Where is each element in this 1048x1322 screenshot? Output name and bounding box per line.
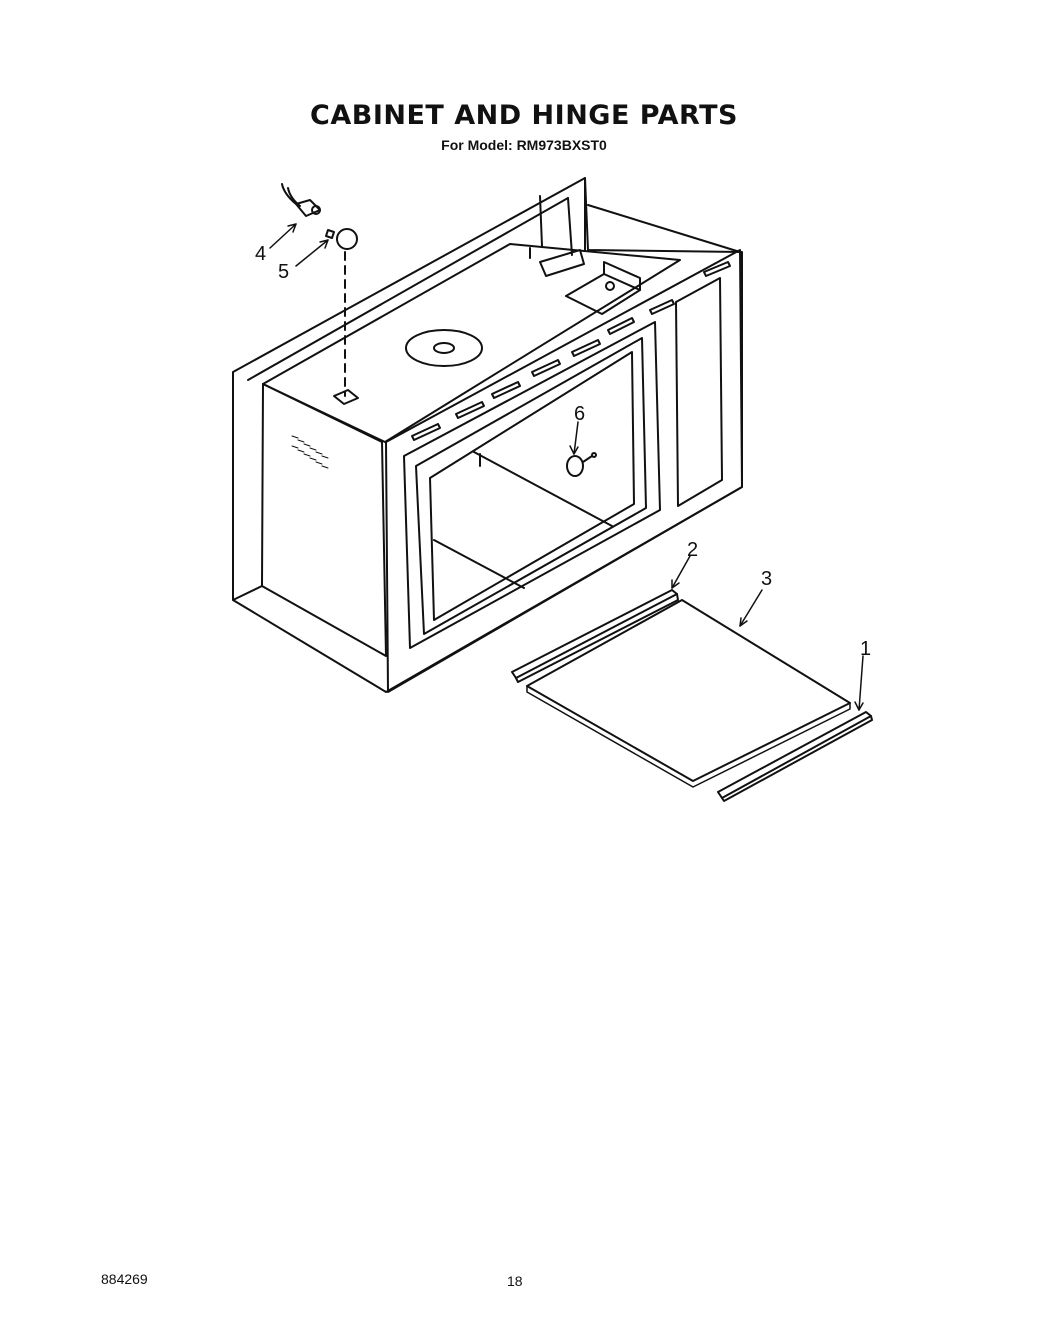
leader-arrow-6 — [573, 421, 579, 455]
front-frame — [385, 249, 743, 693]
callout-3: 3 — [761, 568, 772, 590]
turntable-boss — [405, 329, 483, 367]
callout-1: 1 — [860, 638, 871, 660]
leader-arrow-2 — [671, 555, 691, 589]
hinge-strip-lower — [717, 711, 873, 802]
knob — [566, 452, 597, 477]
leader-arrow-5 — [295, 239, 329, 267]
lamp-opening — [333, 389, 359, 405]
leader-arrow-4 — [269, 223, 297, 249]
hinge-strip-upper — [511, 589, 679, 683]
model-subtitle: For Model: RM973BXST0 — [441, 137, 607, 153]
page-number: 18 — [507, 1273, 523, 1289]
callout-5: 5 — [278, 261, 289, 283]
callout-2: 2 — [687, 539, 698, 561]
leader-arrow-1 — [858, 655, 864, 711]
hinge-bracket — [529, 247, 641, 315]
callout-4: 4 — [255, 243, 266, 265]
lamp-socket — [281, 183, 321, 217]
lamp-bulb — [325, 228, 358, 250]
document-number: 884269 — [101, 1271, 148, 1287]
leader-arrow-3 — [739, 589, 763, 627]
callout-6: 6 — [574, 403, 585, 425]
page-title: CABINET AND HINGE PARTS — [310, 100, 738, 131]
